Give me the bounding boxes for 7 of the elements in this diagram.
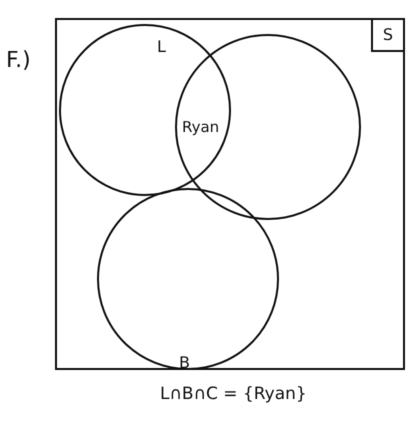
set-label: S: [370, 20, 403, 52]
set-label: B: [179, 354, 190, 372]
question-label: F.): [6, 48, 31, 74]
element-label: Ryan: [182, 118, 220, 137]
equation-text: L∩B∩C = {Ryan}: [160, 384, 307, 405]
set-label: L: [157, 38, 166, 56]
universal-set-box: [55, 18, 405, 370]
